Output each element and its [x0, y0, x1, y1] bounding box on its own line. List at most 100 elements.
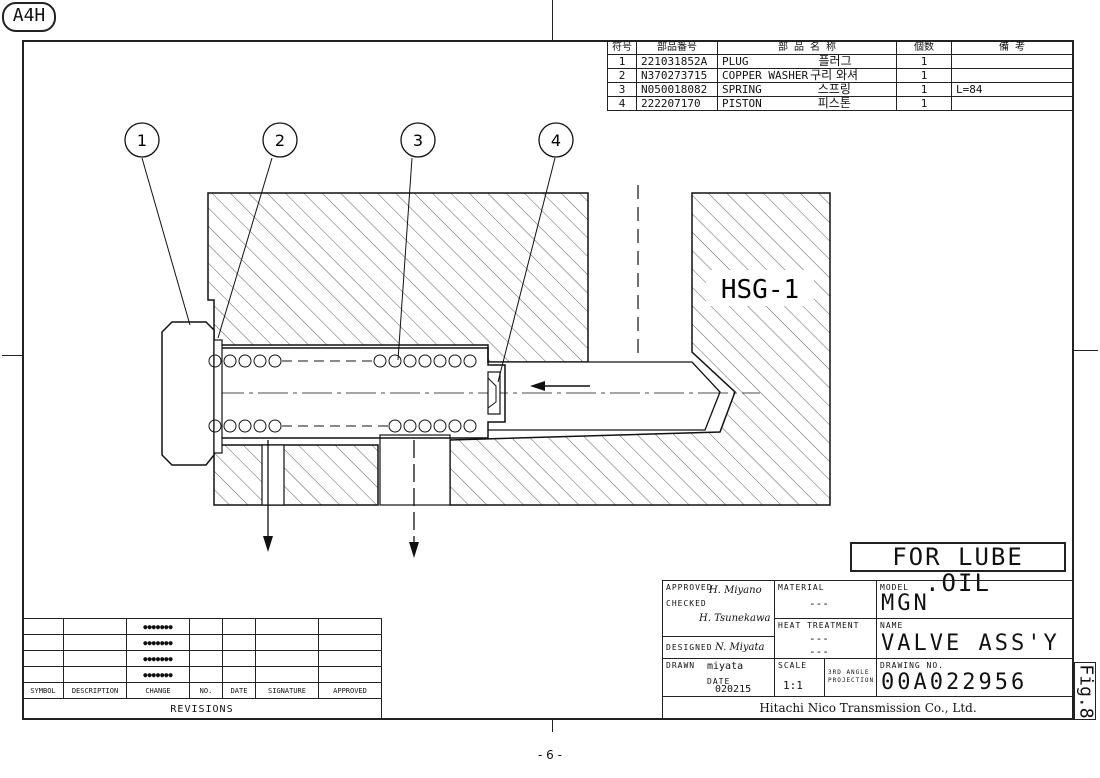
- rev-cell: [22, 650, 64, 667]
- material-value: ---: [809, 597, 829, 610]
- name-value: VALVE ASS'Y: [881, 631, 1060, 656]
- balloon-3: [400, 122, 436, 158]
- center-mark-bottom: [552, 720, 553, 732]
- name-label: NAME: [880, 621, 904, 630]
- rev-cell: [222, 666, 256, 683]
- heat-treatment-label: HEAT TREATMENT: [778, 621, 860, 630]
- rev-cell: [318, 650, 382, 667]
- part-number: N050018082: [636, 82, 718, 97]
- lube-oil-label: FOR LUBE .OIL: [850, 542, 1066, 596]
- revisions-footer: REVISIONS: [22, 698, 382, 720]
- rev-header-no: NO.: [189, 682, 223, 699]
- plug: [161, 321, 223, 466]
- projection-line1: 3RD ANGLE: [828, 669, 870, 676]
- part-name-en: COPPER WASHER: [722, 69, 809, 82]
- sheet-size-tag: A4H: [2, 2, 56, 32]
- title-block: APPROVED H. Miyano CHECKED H. Tsunekawa …: [662, 580, 1074, 720]
- part-name: PISTON 피스톤: [717, 96, 897, 111]
- parts-list-header: 符号 部品番号 部 品 名 称 個数 備 考: [607, 40, 1073, 55]
- rev-mark: ●●●●●●●: [126, 618, 190, 635]
- rev-cell: [63, 618, 127, 635]
- rev-cell: [318, 618, 382, 635]
- rev-header-description: DESCRIPTION: [63, 682, 127, 699]
- part-name-kr: 피스톤: [817, 96, 851, 110]
- designed-label: DESIGNED: [666, 643, 713, 652]
- company-name: Hitachi Nico Transmission Co., Ltd.: [759, 701, 977, 715]
- rev-header-signature: SIGNATURE: [255, 682, 319, 699]
- part-name-kr: 구리 와셔: [810, 68, 859, 82]
- rev-cell: [255, 666, 319, 683]
- model-label: MODEL: [880, 583, 910, 592]
- rev-cell: [189, 618, 223, 635]
- balloon-leaders: [141, 157, 556, 383]
- rev-cell: [63, 634, 127, 651]
- designed-signature: N. Miyata: [715, 642, 765, 653]
- date-value: 020215: [715, 684, 752, 695]
- drawing-number-label: DRAWING NO.: [880, 661, 944, 670]
- heat-treatment-cell: HEAT TREATMENT --- ---: [775, 619, 877, 659]
- balloon-3-label: 3: [413, 131, 423, 150]
- designed-cell: DESIGNED N. Miyata: [663, 637, 775, 659]
- approved-signature: H. Miyano: [709, 585, 762, 596]
- rev-header-symbol: SYMBOL: [22, 682, 64, 699]
- rev-cell: [222, 650, 256, 667]
- scale-value: 1:1: [783, 679, 803, 692]
- date-label: DATE: [707, 677, 731, 686]
- rev-cell: [318, 634, 382, 651]
- callout-balloons: 1 2 3 4: [124, 122, 574, 158]
- projection-line2: PROJECTION: [828, 677, 875, 684]
- drawing-frame: [22, 40, 1074, 720]
- spring-coils-top: [208, 354, 477, 368]
- part-qty: 1: [896, 96, 952, 111]
- balloon-2: [262, 122, 298, 158]
- part-name-kr: 스프링: [817, 82, 851, 96]
- material-cell: MATERIAL ---: [775, 581, 877, 619]
- projection-cell: 3RD ANGLE PROJECTION: [825, 659, 877, 697]
- rev-cell: [189, 634, 223, 651]
- drawn-value: miyata: [707, 661, 744, 672]
- scale-cell: SCALE 1:1: [775, 659, 825, 697]
- housing-label: HSG-1: [721, 275, 799, 305]
- part-name-kr: 플러그: [818, 54, 852, 68]
- approved-label: APPROVED: [666, 583, 713, 592]
- rev-cell: [255, 650, 319, 667]
- page-number: - 6 -: [538, 748, 562, 762]
- figure-label-box: Fig.8: [1074, 662, 1097, 720]
- balloon-4: [538, 122, 574, 158]
- rev-cell: [318, 666, 382, 683]
- figure-label: Fig.8: [1075, 664, 1097, 719]
- model-cell: MODEL MGN: [877, 581, 1073, 619]
- drawing-number-cell: DRAWING NO. 00A022956: [877, 659, 1073, 697]
- rev-cell: [189, 666, 223, 683]
- piston: [222, 347, 506, 439]
- revisions-table: ●●●●●●● ●●●●●●● ●●●●●●● ●●●●●●● SYMBOL D…: [22, 618, 382, 720]
- model-value: MGN: [881, 591, 930, 616]
- rev-mark: ●●●●●●●: [126, 634, 190, 651]
- drawn-label: DRAWN: [666, 661, 696, 670]
- housing-label-bg: [706, 270, 814, 306]
- rev-cell: [22, 618, 64, 635]
- part-name-en: PISTON: [722, 97, 762, 110]
- rev-cell: [222, 634, 256, 651]
- housing-section: [207, 192, 831, 506]
- rev-cell: [255, 618, 319, 635]
- heat-treatment-value: ---: [809, 632, 829, 645]
- part-number: 222207170: [636, 96, 718, 111]
- part-name-en: PLUG: [722, 55, 749, 68]
- name-cell: NAME VALVE ASS'Y: [877, 619, 1073, 659]
- flow-arrows: [263, 381, 590, 558]
- balloon-1-label: 1: [137, 131, 147, 150]
- rev-cell: [222, 618, 256, 635]
- part-name-en: SPRING: [722, 83, 762, 96]
- center-mark-right: [1074, 350, 1098, 351]
- parts-list-table: 符号 部品番号 部 品 名 称 個数 備 考 1 221031852A PLUG…: [607, 40, 1073, 111]
- rev-cell: [63, 666, 127, 683]
- scale-label: SCALE: [778, 661, 808, 670]
- balloon-4-label: 4: [551, 131, 561, 150]
- center-mark-left: [2, 355, 22, 356]
- rev-mark: ●●●●●●●: [126, 650, 190, 667]
- rev-header-change: CHANGE: [126, 682, 190, 699]
